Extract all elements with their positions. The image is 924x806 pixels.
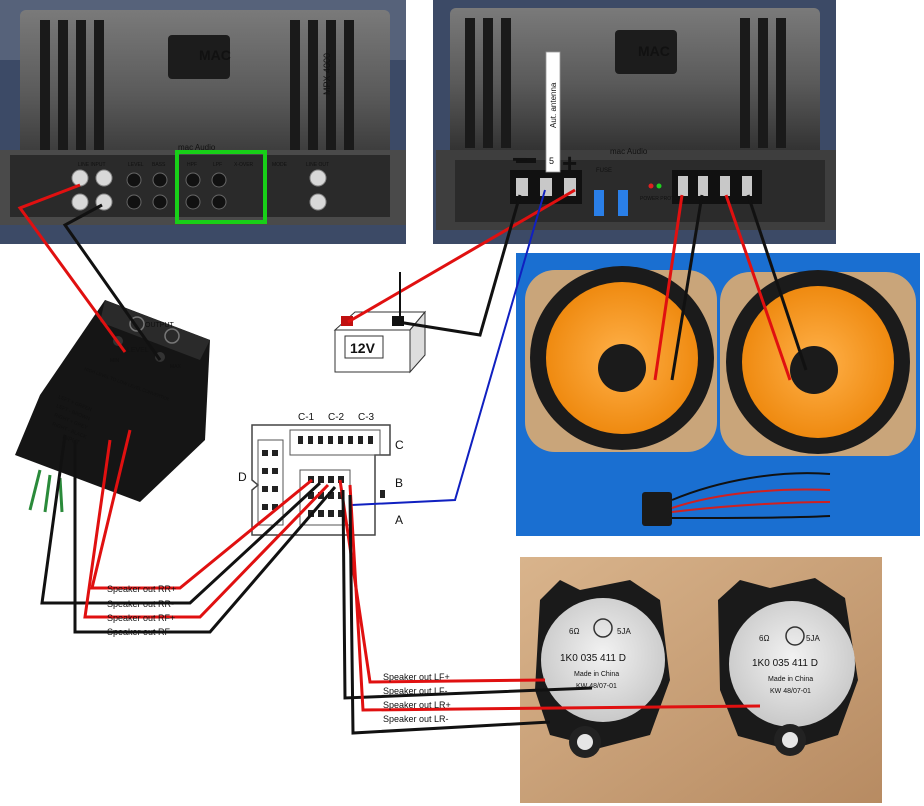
wire-battery-plus: [347, 188, 576, 324]
label-rf-minus: Speaker out RF-: [107, 627, 173, 637]
converter-min: MIN: [110, 358, 120, 364]
battery-label: 12V: [350, 340, 376, 356]
panel-label-level: LEVEL: [128, 162, 144, 168]
wire-lr-plus: [348, 484, 761, 712]
crossover-highlight-box: [175, 150, 267, 224]
right-amp-brand: mac Audio: [610, 147, 648, 156]
label-rr-plus: Speaker out RR+: [107, 584, 176, 594]
component-speakers-photo: [516, 253, 920, 536]
panel-label-lpf: LPF: [213, 162, 222, 168]
wire-rf-plus: [83, 439, 330, 619]
antenna-pin-number: 5: [549, 156, 554, 166]
converter-max: MAX: [170, 364, 182, 370]
connector-label-c2: C-2: [328, 412, 345, 423]
right-amplifier: [433, 0, 836, 244]
wire-remote-blue: [351, 189, 546, 506]
vw-right-code: 5JA: [806, 634, 820, 643]
connector-label-a: A: [395, 513, 403, 527]
vw-left-code: 5JA: [617, 627, 631, 636]
label-lr-minus: Speaker out LR-: [383, 714, 449, 724]
plus-sign: +: [562, 148, 577, 178]
minus-sign: −: [512, 144, 527, 174]
wire-lr-minus: [348, 494, 551, 735]
connector-label-c: C: [395, 438, 404, 452]
wiring: [17, 183, 808, 735]
vw-left-week: KW 48/07-01: [576, 683, 617, 690]
label-lf-plus: Speaker out LF+: [383, 672, 450, 682]
panel-label-line-out: LINE OUT: [306, 162, 329, 168]
wire-spk-right-red: [724, 194, 792, 381]
iso-connector: [251, 424, 391, 536]
speaker-right: [720, 270, 916, 456]
wire-spk-right-black: [746, 194, 808, 371]
connector-label-d: D: [238, 470, 247, 484]
label-lr-plus: Speaker out LR+: [383, 700, 451, 710]
fuse-label: FUSE: [596, 168, 612, 174]
high-low-converter: [15, 300, 210, 513]
panel-label-hpf: HPF: [187, 162, 197, 168]
panel-label-bass: BASS: [152, 162, 166, 168]
wire-spk-left-black: [670, 194, 704, 381]
vw-left-part: 1K0 035 411 D: [560, 653, 626, 664]
label-lf-minus: Speaker out LF-: [383, 686, 448, 696]
wire-rr-plus: [90, 429, 313, 590]
wire-line-input-red: [17, 183, 127, 353]
left-amp-model: MPX 4000: [322, 53, 332, 95]
connector-label-b: B: [395, 476, 403, 490]
vw-right-part: 1K0 035 411 D: [752, 658, 818, 669]
vw-speakers-photo: [520, 557, 882, 803]
vw-right-week: KW 48/07-01: [770, 688, 811, 695]
panel-label-x-over: X-OVER: [234, 162, 254, 168]
left-amp-panel-labels: LINE INPUT LEVEL BASS HPF LPF X-OVER MOD…: [78, 162, 329, 168]
label-rf-plus: Speaker out RF+: [107, 613, 175, 623]
panel-label-mode: MODE: [272, 162, 288, 168]
left-amp-logo: MAC: [199, 47, 231, 63]
antenna-label: Aut. antenna: [549, 82, 558, 128]
vw-speaker-left: [535, 580, 670, 758]
wire-line-input-black: [62, 203, 162, 361]
converter-level: LEVEL: [127, 347, 149, 354]
wire-labels: Speaker out RR+ Speaker out RR- Speaker …: [107, 584, 451, 724]
wire-spk-left-red: [653, 194, 684, 381]
wire-battery-minus: [397, 194, 522, 337]
panel-label-line-input: LINE INPUT: [78, 162, 106, 168]
power-protect-label: POWER PROTECT: [640, 196, 684, 202]
connector-label-c1: C-1: [298, 412, 315, 423]
left-amplifier: [0, 0, 406, 244]
connector-label-c3: C-3: [358, 412, 375, 423]
right-amp-logo: MAC: [638, 43, 670, 59]
vw-left-made: Made in China: [574, 671, 619, 678]
vw-left-ohm: 6Ω: [569, 627, 579, 636]
wire-rf-minus: [73, 440, 337, 634]
vw-right-made: Made in China: [768, 676, 813, 683]
wire-rr-minus: [40, 434, 322, 605]
speaker-left: [525, 266, 717, 452]
wire-lf-minus: [341, 489, 593, 700]
converter-output: OUTPUT: [145, 322, 175, 329]
left-amp-brand: mac Audio: [178, 143, 216, 152]
vw-right-ohm: 6Ω: [759, 634, 769, 643]
label-rr-minus: Speaker out RR-: [107, 599, 174, 609]
